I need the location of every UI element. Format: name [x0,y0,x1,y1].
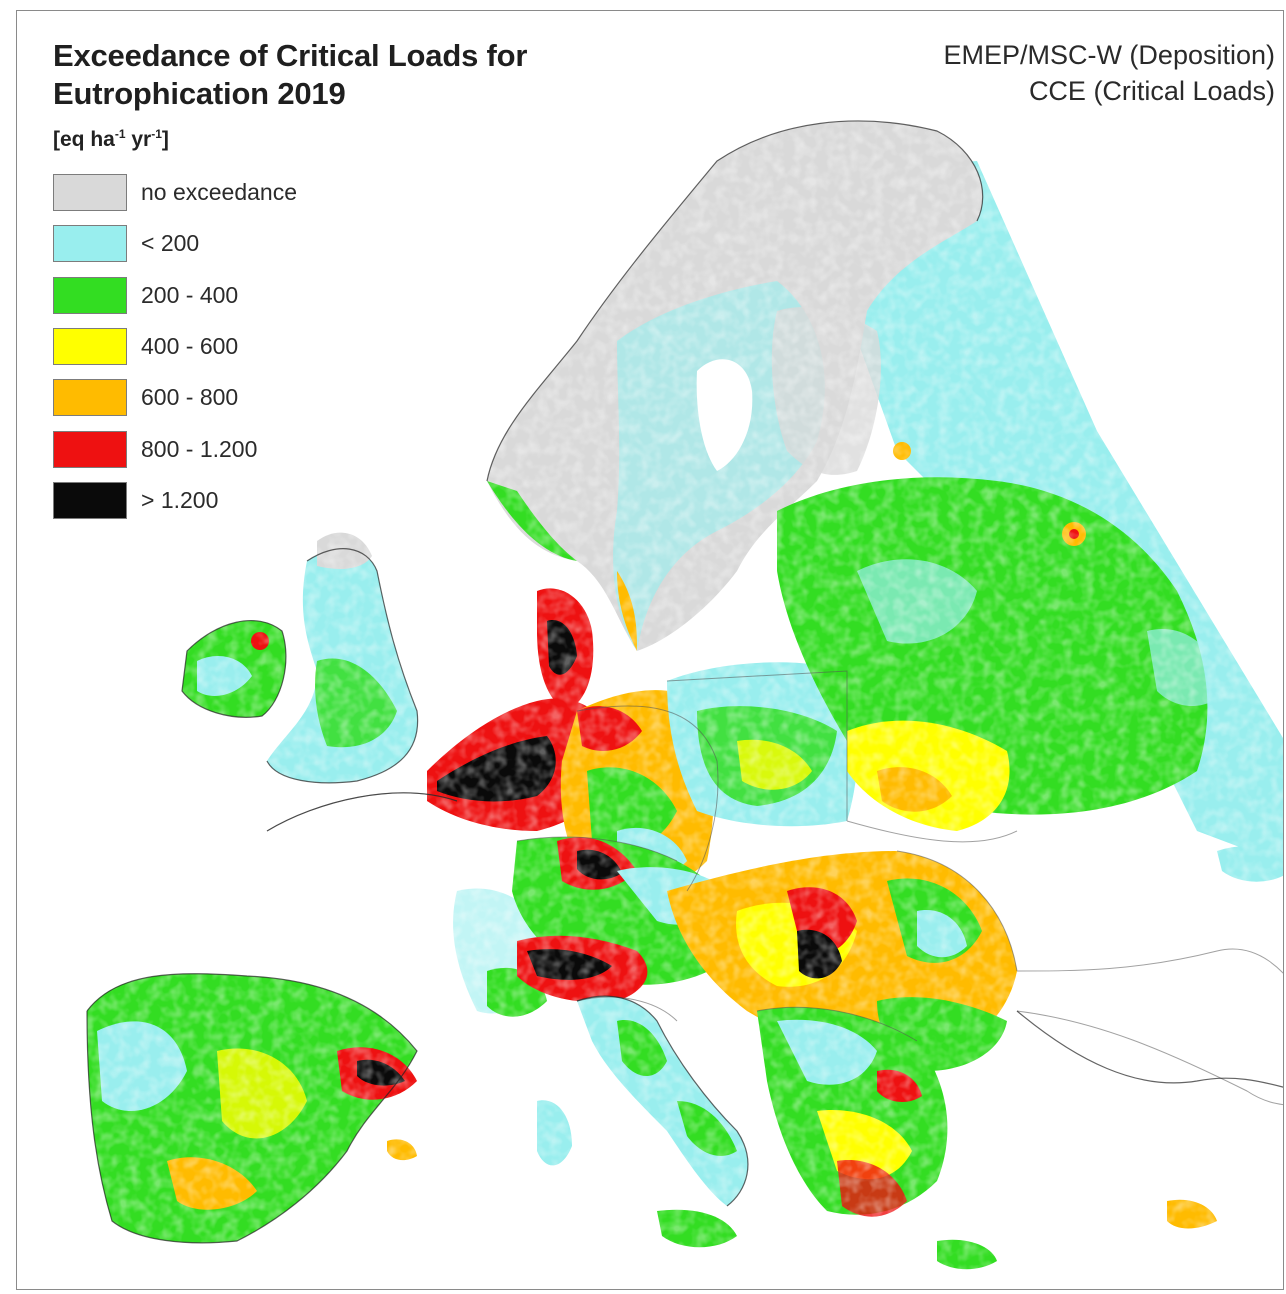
legend-item-lt-200: < 200 [53,218,297,269]
legend-label: < 200 [141,230,200,257]
europe-map [77,111,1283,1289]
unit-exp1: -1 [114,127,126,141]
legend-label: 800 - 1.200 [141,435,258,462]
map-title-line2: Eutrophication 2019 [53,76,346,111]
legend-swatch [53,328,127,366]
legend-label: no exceedance [141,179,298,206]
legend-swatch [53,430,127,468]
credit-deposition: EMEP/MSC-W (Deposition) [943,40,1275,70]
map-title: Exceedance of Critical Loads for Eutroph… [53,37,527,113]
legend-item-200-400: 200 - 400 [53,270,297,321]
credit-critical-loads: CCE (Critical Loads) [1028,76,1275,106]
legend-item-600-800: 600 - 800 [53,372,297,423]
legend-swatch [53,481,127,519]
legend-item-800-1200: 800 - 1.200 [53,423,297,474]
unit-prefix: [eq ha [53,128,115,151]
legend: no exceedance < 200 200 - 400 400 - 600 … [53,167,297,526]
legend-label: 600 - 800 [141,384,239,411]
coastlines [86,120,1283,1244]
unit-middle: yr [125,128,152,151]
map-title-line1: Exceedance of Critical Loads for [53,38,528,73]
legend-swatch [53,225,127,263]
legend-swatch [53,379,127,417]
legend-swatch [53,276,127,314]
legend-label: > 1.200 [141,486,219,513]
legend-label: 400 - 600 [141,333,239,360]
legend-item-no-exceedance: no exceedance [53,167,297,218]
unit-exp2: -1 [151,127,162,141]
legend-label: 200 - 400 [141,281,239,308]
map-frame: Exceedance of Critical Loads for Eutroph… [16,10,1284,1290]
legend-item-400-600: 400 - 600 [53,321,297,372]
legend-item-gt-1200: > 1.200 [53,475,297,526]
legend-swatch [53,174,127,212]
legend-unit: [eq ha-1 yr-1] [53,127,169,152]
unit-suffix: ] [161,128,169,151]
map-credits: EMEP/MSC-W (Deposition) CCE (Critical Lo… [943,37,1275,109]
